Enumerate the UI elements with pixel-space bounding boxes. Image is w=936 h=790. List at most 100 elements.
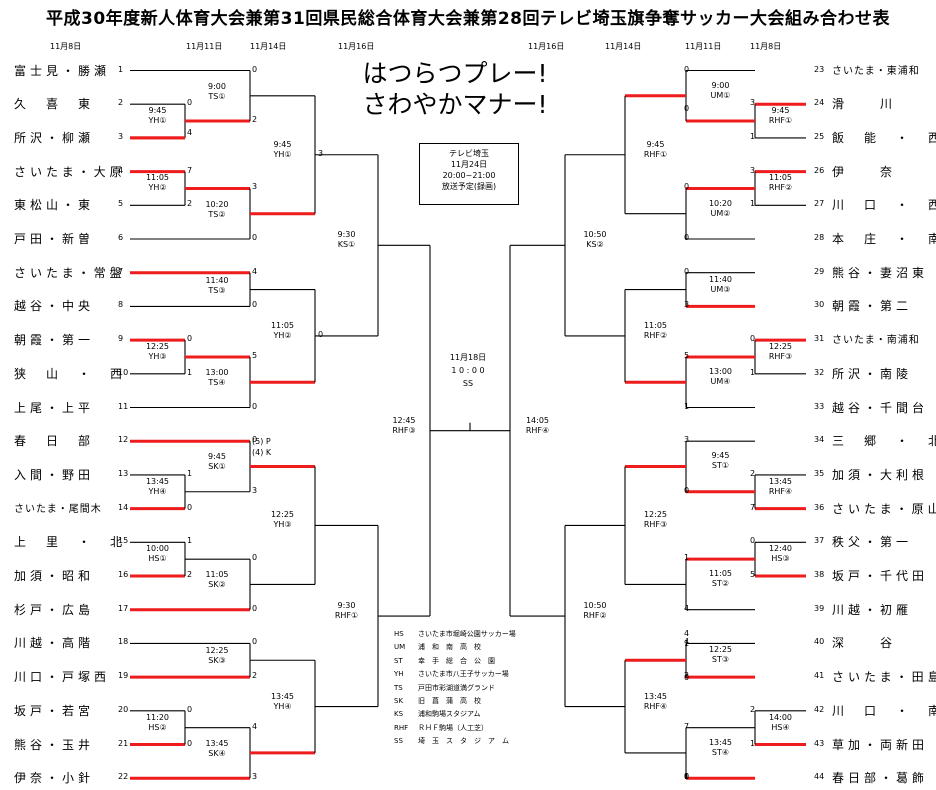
team-name-right: 越谷・千間台 (832, 400, 929, 415)
legend-abbr: KS (394, 710, 404, 719)
team-name-right: 本 庄 ・ 南 (832, 232, 936, 246)
team-number: 17 (118, 603, 129, 613)
team-number: 11 (118, 401, 129, 411)
date-header: 11月11日 (685, 42, 722, 51)
score: 0 (684, 266, 690, 276)
team-name-left: 狭 山 ・ 西 (14, 366, 127, 381)
team-name-left: 朝霞・第一 (14, 333, 95, 348)
team-name-left: 戸田・新曽 (14, 232, 95, 246)
score: 3 (750, 165, 756, 175)
legend-venue: 旧 菖 蒲 高 校 (418, 697, 481, 706)
team-name-right: 三 郷 ・ 北 (832, 434, 936, 449)
team-name-left: 伊奈・小針 (14, 771, 95, 786)
final-date: 11月18日 (449, 353, 487, 362)
team-number: 21 (118, 738, 129, 748)
team-name-right: 秩父・第一 (832, 535, 913, 550)
score: 0 (750, 334, 756, 344)
score: 0 (684, 772, 690, 782)
score: 2 (252, 115, 258, 125)
team-name-left: 久 喜 東 (14, 97, 95, 112)
match-time: 12:25 (145, 341, 170, 351)
team-number: 31 (814, 334, 825, 344)
score: 1 (684, 401, 690, 411)
date-header: 11月14日 (605, 42, 642, 51)
team-number: 10 (118, 367, 129, 377)
legend-venue: 幸 手 総 合 公 園 (418, 656, 495, 665)
team-number: 5 (118, 199, 124, 209)
score: 0 (187, 98, 193, 108)
match-venue: YH④ (148, 486, 167, 496)
team-number: 14 (118, 502, 129, 512)
team-number: 25 (814, 131, 825, 141)
score: 1 (684, 639, 690, 649)
date-header: 11月8日 (50, 42, 82, 51)
legend-venue: 浦 和 南 高 校 (418, 643, 481, 652)
team-name-right: さいたま・南浦和 (832, 335, 920, 347)
final-venue: SS (462, 379, 474, 388)
score: 3 (318, 148, 324, 158)
score: 7 (750, 502, 756, 512)
team-name-left: さいたま・尾間木 (14, 503, 102, 515)
score: 0 (252, 553, 258, 563)
team-name-right: さいたま・田島 (832, 670, 936, 685)
team-number: 27 (814, 199, 825, 209)
team-number: 8 (118, 300, 124, 310)
team-number: 33 (814, 401, 825, 411)
team-number: 4 (118, 165, 124, 175)
date-header: 11月16日 (528, 42, 565, 51)
team-number: 1 (118, 64, 124, 74)
team-name-right: 飯 能 ・ 西 (832, 130, 936, 145)
match-time: 11:05 (145, 173, 170, 183)
score: 0 (187, 738, 193, 748)
team-number: 42 (814, 704, 825, 714)
score: 0 (187, 334, 193, 344)
score: 4 (252, 721, 258, 731)
match-time: 10:00 (145, 544, 170, 554)
legend-abbr: SK (394, 697, 404, 706)
score: 0 (684, 673, 690, 683)
team-number: 37 (814, 536, 825, 546)
team-name-right: 川 口 ・ 西 (832, 198, 936, 213)
score: 4 (684, 603, 690, 613)
team-name-left: 所沢・柳瀬 (14, 130, 95, 145)
match-venue: HS① (148, 554, 167, 564)
team-number: 16 (118, 570, 129, 579)
match-time: 11:20 (145, 712, 170, 722)
team-name-right: 朝霞・第二 (832, 299, 913, 314)
team-name-right: 春日部・葛飾 (832, 771, 929, 786)
legend-abbr: HS (394, 630, 404, 638)
score: 2 (750, 704, 756, 714)
legend-abbr: YH (394, 670, 404, 679)
score: 2 (252, 671, 258, 681)
legend-venue: さいたま市堀崎公園サッカー場 (418, 630, 516, 638)
legend-venue: 戸田市彩湖道満グランド (418, 683, 495, 692)
score: 7 (684, 721, 690, 731)
team-name-right: 草加・両新田 (832, 737, 929, 752)
score: 4 (684, 629, 690, 639)
team-name-left: 富士見・勝瀬 (14, 63, 111, 78)
team-number: 9 (118, 334, 124, 344)
tv-line: 20:00~21:00 (442, 171, 496, 180)
team-number: 32 (814, 367, 825, 377)
team-number: 26 (814, 165, 825, 175)
team-number: 30 (814, 300, 825, 310)
team-name-left: 川口・戸塚西 (14, 670, 111, 685)
team-number: 7 (118, 266, 124, 276)
